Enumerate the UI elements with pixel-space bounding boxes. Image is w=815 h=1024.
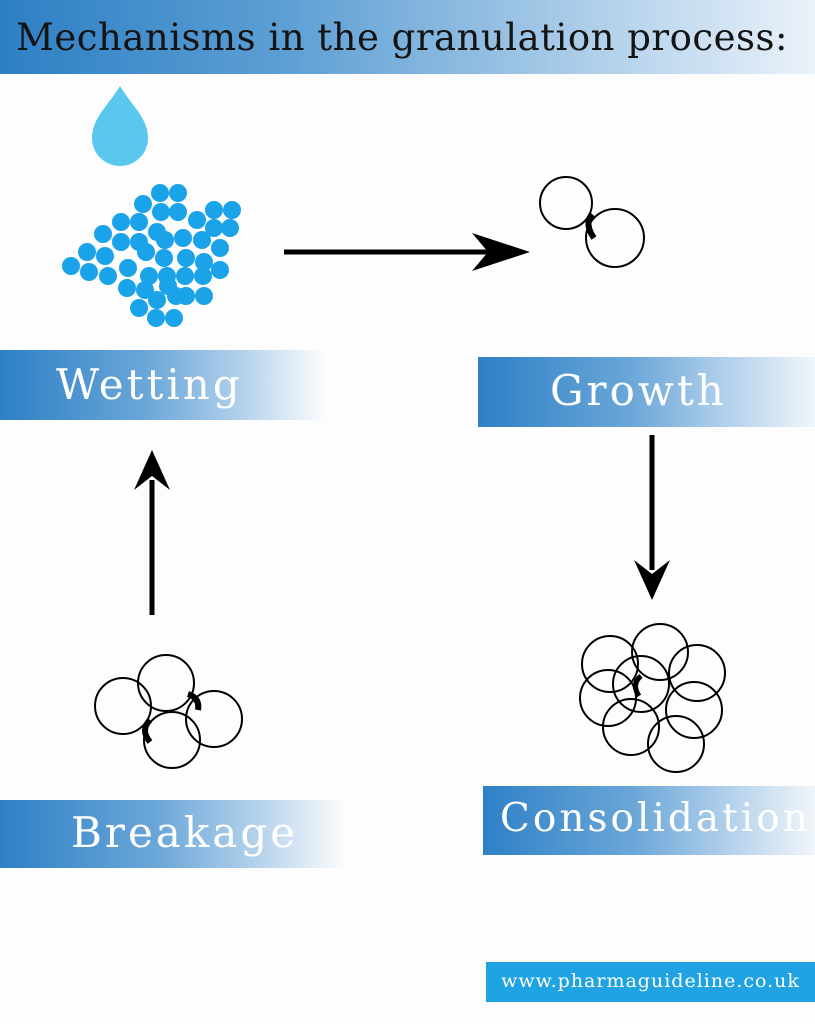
particle-dot bbox=[167, 287, 185, 305]
title-bar bbox=[0, 0, 815, 74]
particle-dot bbox=[205, 201, 223, 219]
particle-dot bbox=[195, 287, 213, 305]
particle-dot bbox=[174, 229, 192, 247]
particle-dot bbox=[194, 267, 212, 285]
particle-dot bbox=[169, 203, 187, 221]
growth-label-bar bbox=[478, 357, 815, 427]
particle-dot bbox=[156, 231, 174, 249]
growth-label: Growth bbox=[550, 366, 727, 415]
particle-dot bbox=[130, 213, 148, 231]
particle-dot bbox=[96, 247, 114, 265]
particle-dot bbox=[94, 225, 112, 243]
website-url: www.pharmaguideline.co.uk bbox=[501, 970, 800, 992]
particle-dot bbox=[118, 279, 136, 297]
particle-dot bbox=[165, 309, 183, 327]
particle-dot bbox=[195, 253, 213, 271]
particle-dot bbox=[112, 213, 130, 231]
consolidated-granule bbox=[579, 623, 726, 773]
breakage-label: Breakage bbox=[71, 808, 299, 857]
particle-dot bbox=[80, 263, 98, 281]
particle-dot bbox=[62, 257, 80, 275]
particle-dot bbox=[140, 267, 158, 285]
consolidation-label: Consolidation bbox=[500, 796, 811, 841]
particle-dot bbox=[193, 231, 211, 249]
particle-dot bbox=[137, 243, 155, 261]
particle-dot bbox=[78, 243, 96, 261]
consolidation-label-bar bbox=[483, 786, 815, 855]
water-drop-icon bbox=[92, 86, 148, 166]
wetted-particle-cluster bbox=[62, 184, 241, 327]
growth-particle-pair bbox=[539, 176, 645, 268]
particle-dot bbox=[155, 249, 173, 267]
particle-dot bbox=[223, 201, 241, 219]
breakage-label-bar bbox=[0, 800, 345, 868]
right-arrow-icon bbox=[284, 233, 530, 271]
particle-dot bbox=[151, 184, 169, 202]
particle-dot bbox=[211, 239, 229, 257]
particle-dot bbox=[112, 233, 130, 251]
wetting-label-bar bbox=[0, 350, 325, 420]
particle-dot bbox=[99, 267, 117, 285]
particle-dot bbox=[148, 291, 166, 309]
particle-dot bbox=[211, 261, 229, 279]
particle-dot bbox=[221, 219, 239, 237]
particle-dot bbox=[169, 184, 187, 202]
up-arrow-icon bbox=[134, 450, 170, 615]
wetting-label: Wetting bbox=[56, 360, 243, 409]
particle-dot bbox=[176, 267, 194, 285]
page-title: Mechanisms in the granulation process: bbox=[16, 16, 788, 59]
particle-dot bbox=[147, 309, 165, 327]
particle-dot bbox=[177, 249, 195, 267]
particle-dot bbox=[134, 195, 152, 213]
particle-dot bbox=[136, 281, 154, 299]
particle-dot bbox=[205, 219, 223, 237]
particle-dot bbox=[119, 259, 137, 277]
particle-dot bbox=[130, 299, 148, 317]
broken-granule bbox=[94, 654, 243, 769]
particle-dot bbox=[152, 203, 170, 221]
down-arrow-icon bbox=[634, 435, 670, 600]
website-badge: www.pharmaguideline.co.uk bbox=[486, 962, 815, 1002]
particle-dot bbox=[188, 211, 206, 229]
